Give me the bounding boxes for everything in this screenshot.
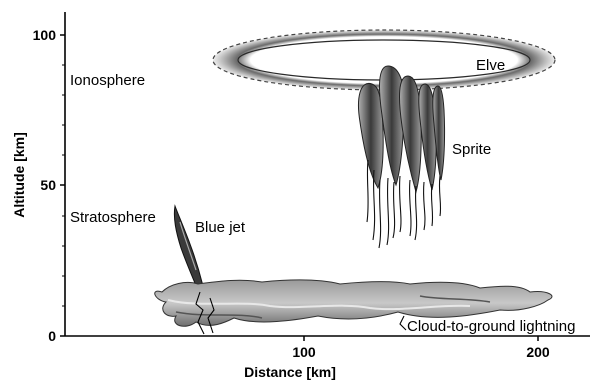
- y-tick-label-0: 0: [48, 328, 56, 344]
- label-sprite: Sprite: [452, 141, 491, 158]
- x-tick-label-100: 100: [292, 344, 316, 360]
- label-stratosphere: Stratosphere: [70, 209, 156, 226]
- y-axis: [60, 12, 65, 336]
- x-axis-title: Distance [km]: [244, 364, 336, 380]
- y-tick-label-50: 50: [40, 177, 56, 193]
- y-axis-title: Altitude [km]: [11, 132, 27, 218]
- label-cloud-to-ground: Cloud-to-ground lightning: [407, 318, 575, 335]
- label-ionosphere: Ionosphere: [70, 72, 145, 89]
- label-blue-jet: Blue jet: [195, 219, 246, 236]
- label-elve: Elve: [476, 57, 505, 74]
- sprite-shape: [359, 66, 445, 248]
- x-axis: [65, 336, 590, 341]
- y-tick-label-100: 100: [33, 27, 57, 43]
- x-tick-label-200: 200: [526, 344, 550, 360]
